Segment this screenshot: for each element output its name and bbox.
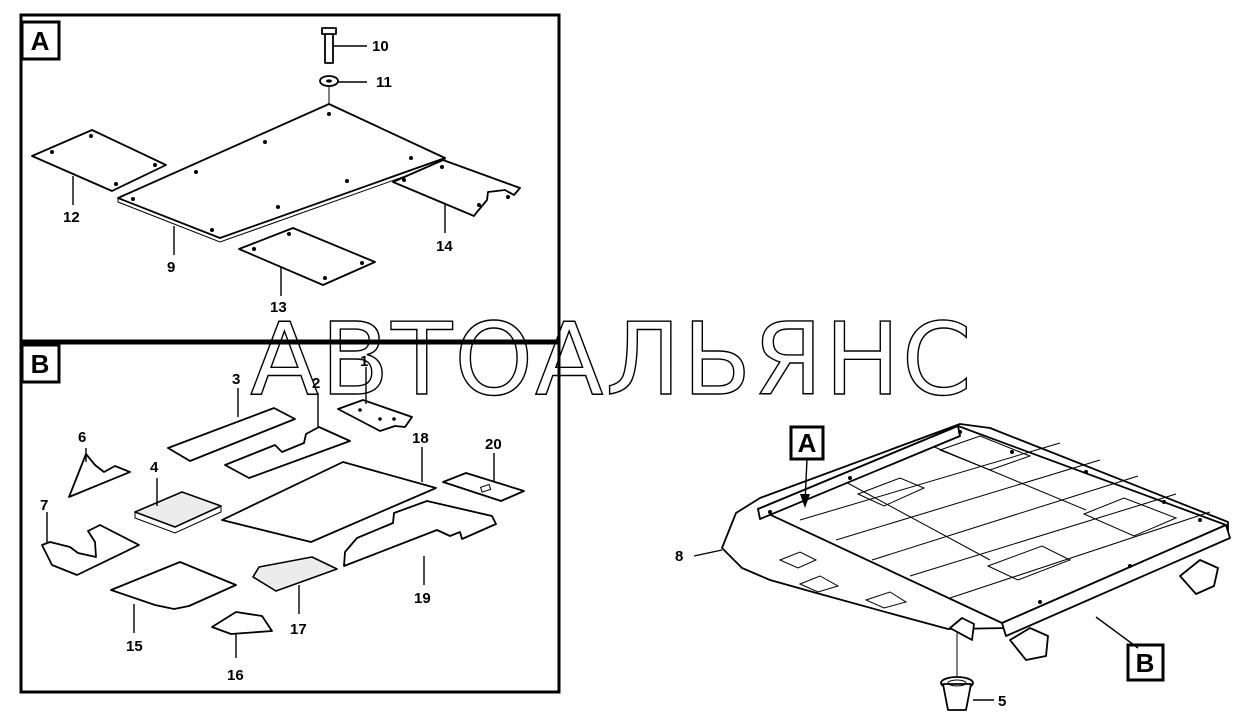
mat-part-18 (221, 447, 437, 543)
panel-b-tag (20, 343, 61, 384)
callout-3: 3 (232, 371, 240, 388)
bolt-part-10 (321, 27, 367, 64)
assembly-callout-b: B (1095, 616, 1165, 682)
callout-18: 18 (412, 430, 429, 447)
panel-a-letter: A (31, 26, 50, 56)
leader-8 (693, 549, 723, 557)
callout-16: 16 (227, 667, 244, 684)
callout-13: 13 (270, 299, 287, 316)
panel-a: A (19, 13, 561, 343)
callout-20: 20 (485, 436, 502, 453)
callout-10: 10 (372, 38, 389, 55)
drain-plug-part-5 (940, 632, 994, 711)
panel-b: B (19, 341, 561, 694)
assembly-callout-a: A (789, 425, 825, 508)
mat-part-17 (252, 556, 338, 614)
svg-text:B: B (1136, 648, 1155, 678)
mat-part-1 (337, 367, 413, 432)
callout-15: 15 (126, 638, 143, 655)
block-part-4 (134, 478, 222, 534)
callout-19: 19 (414, 590, 431, 607)
plate-part-13 (238, 227, 376, 296)
mat-part-6 (68, 448, 131, 498)
callout-14: 14 (436, 238, 453, 255)
mat-part-20 (442, 453, 525, 502)
panel-a-tag (20, 20, 61, 61)
callout-9: 9 (167, 259, 175, 276)
callout-1: 1 (360, 353, 368, 370)
callout-17: 17 (290, 621, 307, 638)
plate-part-12 (31, 129, 167, 205)
callout-8: 8 (675, 548, 683, 565)
callout-4: 4 (150, 459, 159, 476)
callout-11: 11 (376, 74, 392, 91)
plate-part-9 (117, 103, 446, 255)
mat-part-19 (343, 500, 497, 585)
callout-2: 2 (312, 375, 320, 392)
mat-part-2 (224, 393, 351, 479)
callout-12: 12 (63, 209, 80, 226)
panel-b-letter: B (31, 349, 50, 379)
mat-part-16 (211, 611, 273, 658)
mat-part-7 (41, 512, 140, 576)
callout-6: 6 (78, 429, 86, 446)
panel-a-frame (19, 13, 561, 343)
panel-b-frame (19, 341, 561, 694)
floor-assembly: A B 8 5 (675, 423, 1231, 711)
watermark-text: АВТОАЛЬЯНС (250, 301, 974, 418)
svg-text:A: A (798, 428, 817, 458)
mat-part-3 (167, 388, 296, 462)
callout-7: 7 (40, 497, 48, 514)
callout-5: 5 (998, 693, 1006, 710)
mat-part-15 (110, 561, 237, 633)
plate-part-14 (392, 159, 521, 233)
